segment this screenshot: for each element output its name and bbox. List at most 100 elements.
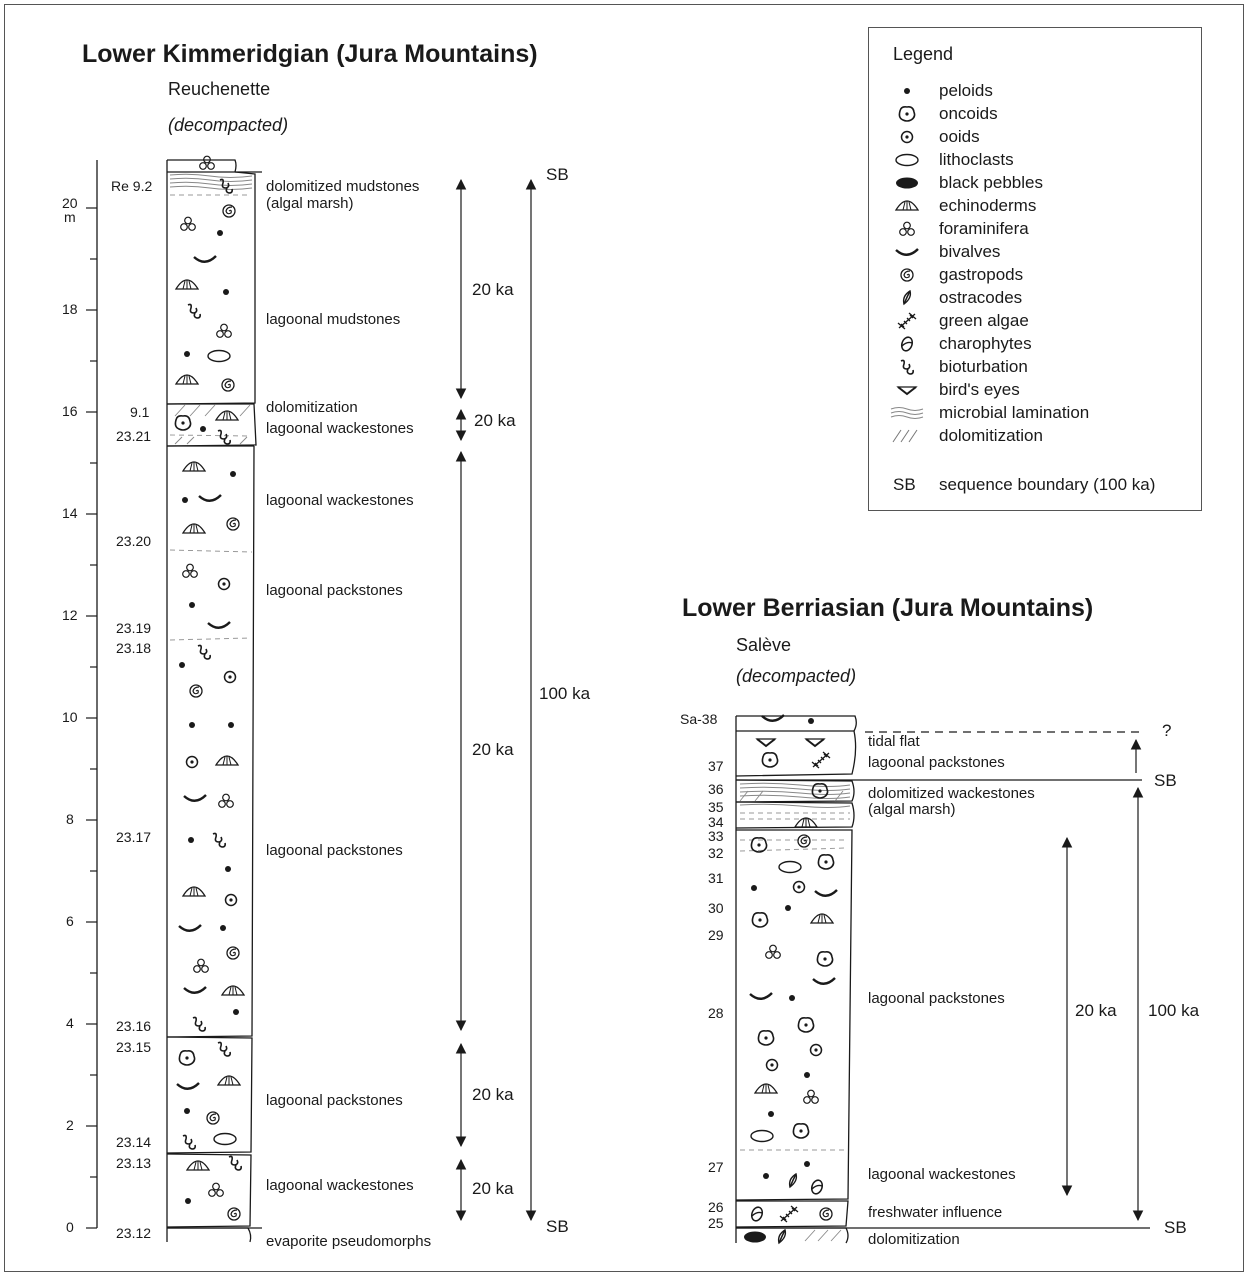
left-facies-label: lagoonal wackestones (266, 492, 414, 509)
right-sample: 34 (708, 814, 724, 830)
right-sample: 32 (708, 845, 724, 861)
left-bed-dashes (169, 194, 253, 641)
left-sample: 9.1 (130, 404, 150, 420)
left-cycle-label: 20 ka (472, 280, 514, 299)
legend-label: echinoderms (939, 196, 1037, 215)
legend-label: charophytes (939, 334, 1032, 353)
right-facies-label: freshwater influence (868, 1204, 1003, 1221)
left-facies-label: lagoonal packstones (266, 842, 403, 859)
right-title: Lower Berriasian (Jura Mountains) (682, 594, 1094, 622)
black-pebble-icon (896, 177, 918, 189)
right-cycle-label: 20 ka (1075, 1001, 1117, 1020)
legend-label: oncoids (939, 104, 998, 123)
left-tick-2: 2 (66, 1117, 74, 1133)
left-sample: 23.13 (116, 1155, 152, 1171)
legend-item: peloids (889, 80, 1189, 102)
left-sample: 23.18 (116, 640, 152, 656)
left-microbial-lamination (169, 173, 253, 190)
legend-item: echinoderms (889, 195, 1189, 217)
left-scale-unit: m (64, 209, 76, 225)
left-tick-12: 12 (62, 607, 78, 623)
legend-label: ooids (939, 127, 980, 146)
right-sb-bottom: SB (1164, 1218, 1187, 1237)
legend-item: bioturbation (889, 356, 1189, 378)
legend-item: lithoclasts (889, 149, 1189, 171)
left-sample: 23.19 (116, 620, 152, 636)
legend-item: ostracodes (889, 287, 1189, 309)
legend-label: peloids (939, 81, 993, 100)
left-tick-20: 20 (62, 195, 78, 211)
right-sample: 36 (708, 781, 724, 797)
legend-item: microbial lamination (889, 402, 1189, 424)
right-bed-dashes (739, 812, 850, 1151)
legend-item-sb: SB sequence boundary (100 ka) (889, 474, 1189, 496)
right-sample: Sa-38 (680, 711, 718, 727)
left-arrows (455, 178, 537, 1222)
left-decompacted-note: (decompacted) (168, 115, 289, 135)
legend-item: oncoids (889, 103, 1189, 125)
left-facies-label: lagoonal mudstones (266, 311, 401, 328)
left-facies-label: (algal marsh) (266, 195, 354, 212)
left-sb-top: SB (546, 165, 569, 184)
right-sample: 27 (708, 1159, 724, 1175)
right-facies-label: lagoonal packstones (868, 990, 1005, 1007)
left-tick-18: 18 (62, 301, 78, 317)
legend-label: bivalves (939, 242, 1001, 261)
lithoclast-icon (895, 153, 919, 167)
legend-item: foraminifera (889, 218, 1189, 240)
bioturbation-icon (900, 359, 915, 375)
left-cycle-label: 20 ka (472, 1179, 514, 1198)
right-decompacted-note: (decompacted) (736, 666, 857, 686)
right-facies-label: dolomitization (868, 1231, 960, 1248)
right-sample: 28 (708, 1005, 724, 1021)
right-100ka-label: 100 ka (1148, 1001, 1200, 1020)
legend-item: bivalves (889, 241, 1189, 263)
right-sample: 35 (708, 799, 724, 815)
legend-label: dolomitization (939, 426, 1043, 445)
left-sample: 23.16 (116, 1018, 152, 1034)
right-sample: 31 (708, 870, 724, 886)
left-scale (86, 160, 98, 1229)
left-facies-label: evaporite pseudomorphs (266, 1233, 432, 1250)
legend-label: bioturbation (939, 357, 1028, 376)
left-facies-label: dolomitized mudstones (266, 178, 420, 195)
ooid-icon (900, 130, 914, 144)
birds-eye-icon (897, 386, 917, 395)
left-column (166, 159, 262, 1243)
ostracode-icon (902, 290, 912, 305)
right-facies-label: lagoonal wackestones (868, 1166, 1016, 1183)
right-uncertain-boundary: ? (1162, 721, 1172, 740)
microbial-lamination-icon (890, 407, 924, 419)
left-symbols (174, 155, 245, 1221)
right-sample: 30 (708, 900, 724, 916)
charophyte-icon (899, 334, 915, 354)
right-facies-label: (algal marsh) (868, 801, 956, 818)
legend-item: bird's eyes (889, 379, 1189, 401)
left-site-name: Reuchenette (168, 79, 271, 99)
legend-label: bird's eyes (939, 380, 1020, 399)
right-sample: 26 (708, 1199, 724, 1215)
left-facies-label: lagoonal packstones (266, 1092, 403, 1109)
right-facies-label: dolomitized wackestones (868, 785, 1035, 802)
left-facies-label: lagoonal wackestones (266, 1177, 414, 1194)
left-sample: Re 9.2 (111, 178, 153, 194)
left-cycle-label: 20 ka (474, 411, 516, 430)
left-sample: 23.17 (116, 829, 152, 845)
figure-frame (4, 4, 1244, 1272)
legend-label: lithoclasts (939, 150, 1014, 169)
legend-label: ostracodes (939, 288, 1023, 307)
left-sample: 23.12 (116, 1225, 152, 1241)
legend-label: green algae (939, 311, 1029, 330)
right-facies-label: tidal flat (868, 733, 920, 750)
left-facies-label: lagoonal wackestones (266, 420, 414, 437)
left-sample: 23.20 (116, 533, 152, 549)
left-sample: 23.15 (116, 1039, 152, 1055)
left-tick-16: 16 (62, 403, 78, 419)
right-column (735, 715, 1150, 1244)
legend-item: dolomitization (889, 425, 1189, 447)
oncoid-icon (898, 106, 916, 122)
legend-label: gastropods (939, 265, 1024, 284)
left-tick-8: 8 (66, 811, 74, 827)
left-sample: 23.14 (116, 1134, 152, 1150)
